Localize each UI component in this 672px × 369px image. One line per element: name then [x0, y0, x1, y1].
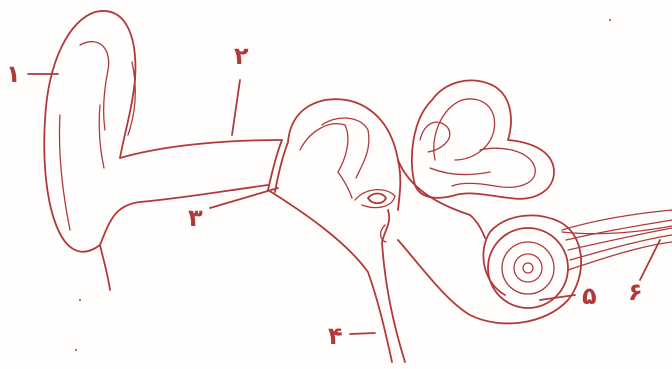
leader-2 [232, 80, 240, 135]
label-1: ۱ [6, 62, 21, 86]
speck [75, 349, 77, 351]
label-4: ۴ [328, 324, 343, 348]
label-5: ۵ [582, 284, 597, 308]
leader-4 [350, 333, 375, 334]
label-6: ۶ [628, 280, 643, 304]
cochlea [398, 215, 581, 323]
auditory-nerve [562, 210, 672, 270]
label-2: ۲ [234, 44, 249, 68]
semicircular-canals [412, 80, 554, 198]
leader-lines [28, 74, 660, 334]
speck [609, 19, 611, 21]
speck [79, 299, 81, 301]
middle-ear [288, 99, 400, 210]
eardrum [268, 140, 288, 192]
label-3: ۳ [188, 206, 203, 230]
pinna [44, 11, 135, 290]
